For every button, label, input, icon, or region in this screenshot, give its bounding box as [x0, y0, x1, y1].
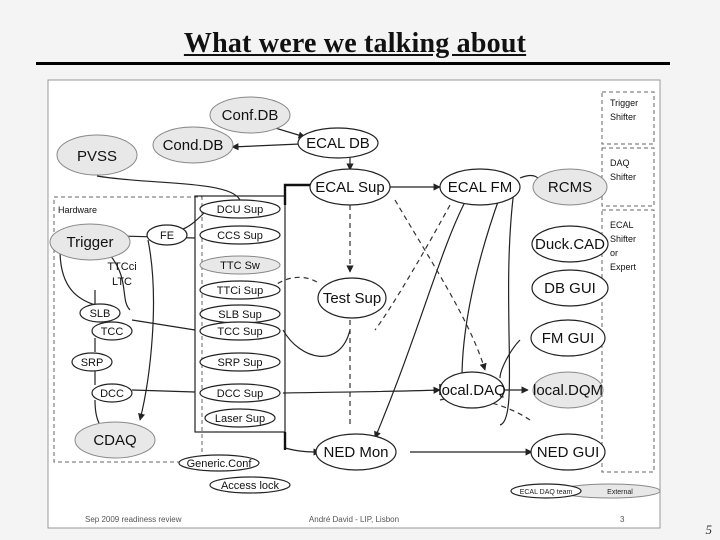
bus-lines	[283, 183, 312, 450]
trigger-node	[49, 223, 131, 261]
conddb-node	[152, 126, 234, 164]
ttci-sup-label: TTCi Sup	[217, 285, 263, 297]
ned-gui-node	[530, 433, 606, 471]
external-nodes	[49, 96, 661, 499]
ecal-db-label: ECAL DB	[306, 135, 370, 152]
external-legend-label: External	[607, 489, 633, 496]
supervisor-column	[194, 195, 286, 433]
ecal-fm-node	[439, 168, 521, 206]
local-daq-node	[439, 371, 505, 409]
laser-sup-label: Laser Sup	[215, 413, 265, 425]
ecal-shifter-label-1: ECAL	[610, 220, 634, 230]
pvss-node	[56, 134, 138, 176]
page-number: 5	[705, 522, 713, 537]
tcc-sup-node	[199, 321, 281, 341]
srp-sup-label: SRP Sup	[217, 357, 262, 369]
ecal-shifter-label-4: Expert	[610, 262, 637, 272]
trigger-shifter-label-1: Trigger	[610, 98, 638, 108]
ccs-sup-label: CCS Sup	[217, 230, 263, 242]
node-labels: Conf.DB Cond.DB PVSS ECAL DB ECAL Sup EC…	[67, 107, 634, 496]
slb-label: SLB	[90, 308, 111, 320]
ned-mon-node	[315, 433, 397, 471]
daq-shifter-label-2: Shifter	[610, 172, 636, 182]
daq-shifter-group	[601, 147, 655, 207]
embedded-footer-page: 3	[620, 515, 625, 524]
ecal-sup-node	[309, 168, 391, 206]
trigger-shifter-group	[601, 91, 655, 145]
slb-node	[79, 303, 121, 323]
ttci-sup-node	[199, 280, 281, 300]
ecal-db-node	[297, 127, 379, 159]
srp-label: SRP	[81, 357, 104, 369]
local-dqm-label: local.DQM	[533, 382, 603, 399]
srp-node	[71, 352, 113, 372]
ned-gui-label: NED GUI	[537, 444, 600, 461]
dcc-sup-node	[199, 383, 281, 403]
slb-sup-label: SLB Sup	[218, 309, 261, 321]
rcms-node	[532, 168, 608, 206]
duck-cad-node	[531, 225, 609, 263]
cdaq-label: CDAQ	[93, 432, 136, 449]
team-nodes	[71, 127, 609, 499]
slide-title: What were we talking about	[183, 28, 527, 59]
tcc-node	[91, 321, 133, 341]
test-sup-node	[317, 277, 387, 319]
conddb-label: Cond.DB	[163, 137, 224, 154]
fe-label: FE	[160, 230, 174, 242]
dashed-connections	[264, 199, 531, 425]
ned-mon-label: NED Mon	[323, 444, 388, 461]
rcms-label: RCMS	[548, 179, 592, 196]
trigger-shifter-label-2: Shifter	[610, 112, 636, 122]
fm-gui-node	[530, 319, 606, 357]
laser-sup-node	[204, 408, 276, 428]
embedded-footer-left: Sep 2009 readiness review	[85, 515, 182, 524]
ttc-sw-label: TTC Sw	[220, 260, 260, 272]
db-gui-label: DB GUI	[544, 280, 596, 297]
srp-sup-node	[199, 352, 281, 372]
cdaq-node	[74, 421, 156, 459]
dcc-sup-label: DCC Sup	[217, 388, 263, 400]
trigger-label: Trigger	[67, 234, 114, 251]
title-rule	[36, 62, 670, 65]
confdb-node	[209, 96, 291, 134]
confdb-label: Conf.DB	[222, 107, 279, 124]
ecal-fm-label: ECAL FM	[448, 179, 512, 196]
dcc-label: DCC	[100, 388, 124, 400]
fe-node	[146, 224, 188, 246]
db-gui-node	[531, 269, 609, 307]
ccs-sup-node	[199, 225, 281, 245]
ecal-sup-label: ECAL Sup	[315, 179, 385, 196]
access-lock-label: Access lock	[221, 480, 280, 492]
tcc-sup-label: TCC Sup	[217, 326, 262, 338]
generic-conf-node	[178, 454, 260, 472]
generic-conf-label: Generic.Conf	[187, 458, 253, 470]
dcc-node	[91, 383, 133, 403]
ecal-daq-team-legend-node	[510, 483, 582, 499]
daq-shifter-label-1: DAQ	[610, 158, 630, 168]
connections	[59, 126, 561, 456]
test-sup-label: Test Sup	[323, 290, 381, 307]
embedded-footer-center: André David - LIP, Lisbon	[309, 515, 399, 524]
tcc-label: TCC	[101, 326, 124, 338]
hardware-group-label: Hardware	[58, 205, 97, 215]
duck-cad-label: Duck.CAD	[535, 236, 605, 253]
ttcci-label: TTCci	[107, 261, 136, 273]
dcu-sup-node	[199, 199, 281, 219]
ttc-sw-node	[199, 255, 281, 275]
ecal-daq-team-legend-label: ECAL DAQ team	[520, 489, 573, 496]
ecal-shifter-label-3: or	[610, 248, 618, 258]
pvss-label: PVSS	[77, 148, 117, 165]
ltc-label: LTC	[112, 276, 132, 288]
access-lock-node	[209, 476, 291, 494]
local-daq-label: local.DAQ	[438, 382, 506, 399]
ecal-shifter-label-2: Shifter	[610, 234, 636, 244]
dcu-sup-label: DCU Sup	[217, 204, 263, 216]
local-dqm-node	[532, 371, 604, 409]
fm-gui-label: FM GUI	[542, 330, 595, 347]
